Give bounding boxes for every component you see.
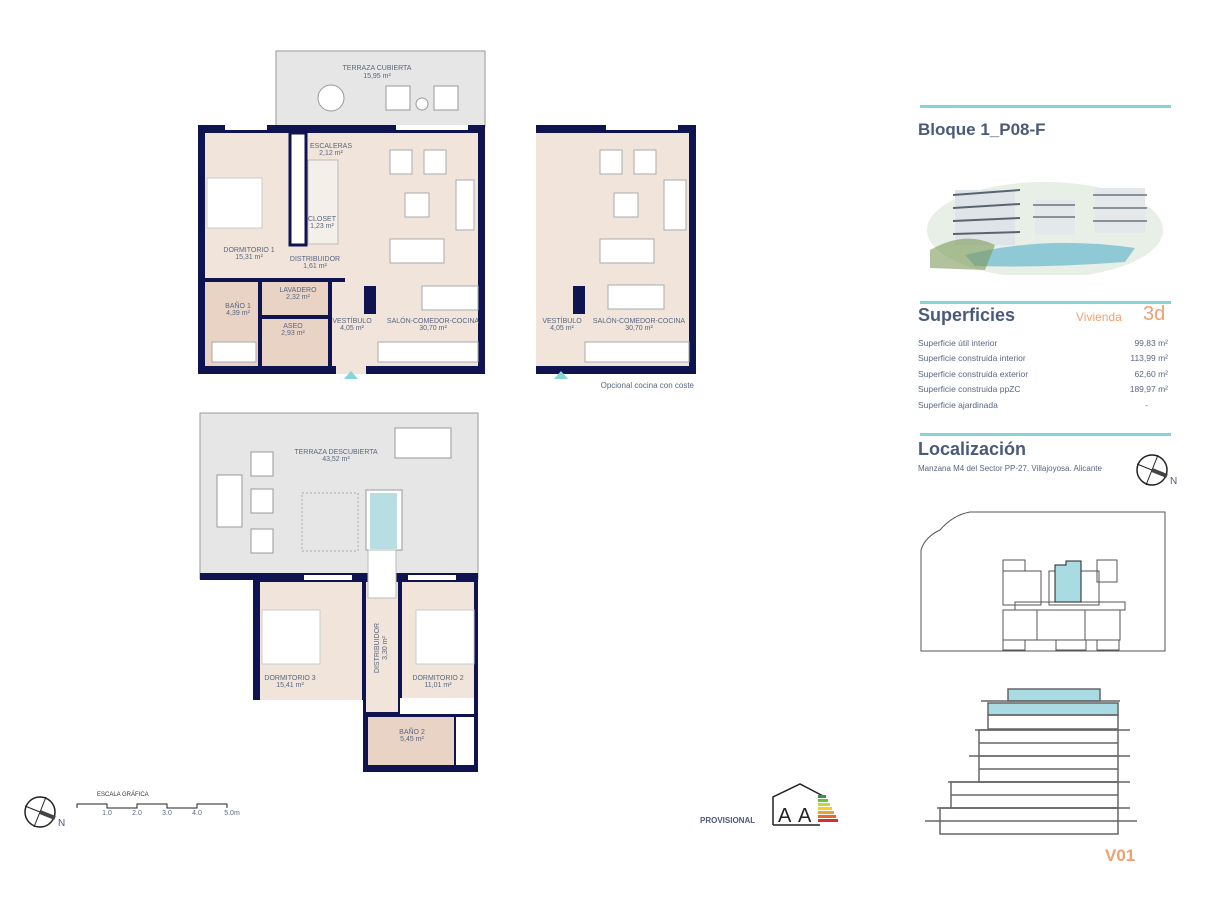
svg-text:1.0: 1.0 <box>102 810 112 817</box>
svg-text:43,52 m²: 43,52 m² <box>322 456 350 463</box>
svg-text:DISTRIBUIDOR: DISTRIBUIDOR <box>290 256 340 263</box>
svg-text:4,05 m²: 4,05 m² <box>340 325 364 332</box>
svg-text:CLOSET: CLOSET <box>308 216 337 223</box>
divider <box>920 301 1171 304</box>
superficies-title: Superficies <box>918 305 1016 325</box>
north-compass-icon: N <box>24 796 65 829</box>
svg-text:2,93 m²: 2,93 m² <box>281 330 305 337</box>
svg-text:ESCALERAS: ESCALERAS <box>310 143 352 150</box>
svg-text:15,41 m²: 15,41 m² <box>276 682 304 689</box>
vivienda-type: 3d <box>1143 303 1166 325</box>
page-title: Bloque 1_P08-F <box>918 120 1046 139</box>
svg-text:30,70 m²: 30,70 m² <box>625 325 653 332</box>
svg-text:15,95 m²: 15,95 m² <box>363 73 391 80</box>
svg-text:DISTRIBUIDOR: DISTRIBUIDOR <box>374 623 381 673</box>
localizacion-title: Localización <box>918 439 1027 459</box>
svg-text:4,05 m²: 4,05 m² <box>550 325 574 332</box>
svg-text:ESCALA GRÁFICA: ESCALA GRÁFICA <box>97 791 149 798</box>
svg-text:5.0m: 5.0m <box>224 810 240 817</box>
svg-text:DORMITORIO 1: DORMITORIO 1 <box>223 247 274 254</box>
svg-text:LAVADERO: LAVADERO <box>279 287 317 294</box>
svg-text:DORMITORIO 3: DORMITORIO 3 <box>264 675 315 682</box>
svg-text:BAÑO 1: BAÑO 1 <box>225 301 251 310</box>
address: Manzana M4 del Sector PP-27. Villajoyosa… <box>918 464 1102 473</box>
location-site-plan <box>920 511 1166 835</box>
provisional-label: PROVISIONAL <box>700 816 755 825</box>
svg-text:SALÓN-COMEDOR-COCINA: SALÓN-COMEDOR-COCINA <box>593 316 686 325</box>
version-label: V01 <box>1105 846 1136 865</box>
svg-text:BAÑO 2: BAÑO 2 <box>399 727 425 736</box>
option-caption: Opcional cocina con coste <box>601 381 695 390</box>
svg-text:N: N <box>58 818 65 829</box>
svg-text:SALÓN-COMEDOR-COCINA: SALÓN-COMEDOR-COCINA <box>387 316 480 325</box>
svg-text:4,39 m²: 4,39 m² <box>226 310 250 317</box>
svg-text:TERRAZA CUBIERTA: TERRAZA CUBIERTA <box>343 65 412 72</box>
graphic-scale: ESCALA GRÁFICA 1.0 2.0 3.0 4.0 5.0m <box>76 791 240 817</box>
svg-text:N: N <box>1170 476 1177 487</box>
svg-text:ASEO: ASEO <box>283 323 303 330</box>
svg-text:3.0: 3.0 <box>162 810 172 817</box>
divider <box>920 433 1171 436</box>
building-render-image <box>927 182 1163 275</box>
svg-text:1,23 m²: 1,23 m² <box>310 223 334 230</box>
energy-rating-logo: A A <box>772 783 838 827</box>
svg-text:2,12 m²: 2,12 m² <box>319 150 343 157</box>
surface-row: Superficie ajardinada- <box>918 400 1148 410</box>
svg-text:5,45 m²: 5,45 m² <box>400 736 424 743</box>
svg-text:DORMITORIO 2: DORMITORIO 2 <box>412 675 463 682</box>
svg-text:TERRAZA DESCUBIERTA: TERRAZA DESCUBIERTA <box>294 449 378 456</box>
svg-text:30,70 m²: 30,70 m² <box>419 325 447 332</box>
svg-text:2.0: 2.0 <box>132 810 142 817</box>
svg-text:A: A <box>798 805 812 827</box>
svg-text:VESTÍBULO: VESTÍBULO <box>542 316 582 325</box>
svg-text:3,30 m²: 3,30 m² <box>382 635 389 659</box>
divider <box>920 105 1171 108</box>
svg-text:15,31 m²: 15,31 m² <box>235 254 263 261</box>
svg-text:A: A <box>778 805 792 827</box>
svg-text:4.0: 4.0 <box>192 810 202 817</box>
vivienda-label: Vivienda <box>1076 310 1122 324</box>
north-compass-icon: N <box>1136 454 1177 487</box>
svg-text:11,01 m²: 11,01 m² <box>424 682 452 689</box>
svg-text:1,61 m²: 1,61 m² <box>303 263 327 270</box>
svg-text:2,32 m²: 2,32 m² <box>286 294 310 301</box>
svg-text:VESTÍBULO: VESTÍBULO <box>332 316 372 325</box>
